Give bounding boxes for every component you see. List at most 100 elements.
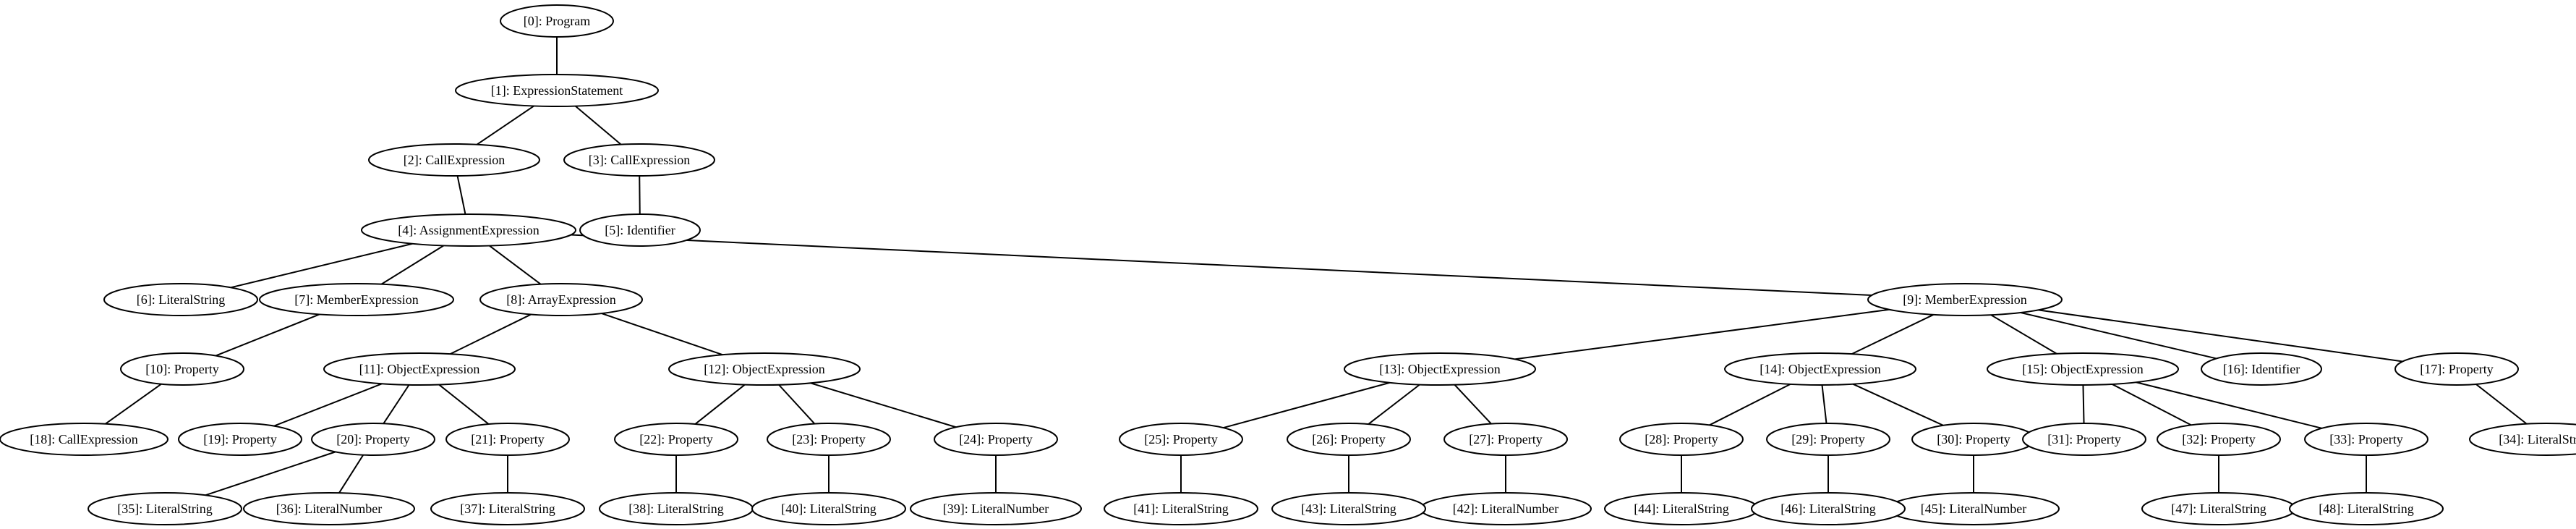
- edge-15-32: [2112, 384, 2192, 426]
- node-ellipse: [934, 423, 1058, 456]
- tree-node-26: [26]: Property: [1287, 423, 1411, 456]
- node-label: [3]: CallExpression: [589, 153, 690, 167]
- tree-node-1: [1]: ExpressionStatement: [455, 74, 659, 107]
- node-label: [45]: LiteralNumber: [1921, 502, 2026, 516]
- node-ellipse: [2304, 423, 2428, 456]
- tree-node-28: [28]: Property: [1619, 423, 1744, 456]
- edge-12-22: [694, 384, 746, 425]
- node-label: [6]: LiteralString: [137, 292, 225, 307]
- node-ellipse: [1867, 283, 2063, 316]
- node-label: [44]: LiteralString: [1634, 502, 1728, 516]
- node-label: [34]: LiteralString: [2499, 432, 2576, 447]
- node-label: [16]: Identifier: [2223, 362, 2300, 376]
- edge-8-12: [601, 313, 723, 356]
- node-ellipse: [0, 423, 169, 456]
- node-label: [9]: MemberExpression: [1903, 292, 2026, 307]
- node-label: [2]: CallExpression: [404, 153, 505, 167]
- tree-node-12: [12]: ObjectExpression: [668, 352, 861, 386]
- tree-node-33: [33]: Property: [2304, 423, 2428, 456]
- node-ellipse: [1443, 423, 1568, 456]
- tree-node-25: [25]: Property: [1119, 423, 1243, 456]
- node-label: [18]: CallExpression: [30, 432, 137, 447]
- node-label: [4]: AssignmentExpression: [398, 223, 539, 237]
- tree-node-36: [36]: LiteralNumber: [243, 492, 415, 525]
- tree-node-42: [42]: LiteralNumber: [1420, 492, 1592, 525]
- edge-14-30: [1852, 383, 1944, 426]
- tree-node-45: [45]: LiteralNumber: [1888, 492, 2060, 525]
- node-ellipse: [614, 423, 738, 456]
- tree-node-39: [39]: LiteralNumber: [910, 492, 1082, 525]
- tree-node-38: [38]: LiteralString: [599, 492, 754, 525]
- node-label: [31]: Property: [2047, 432, 2120, 447]
- tree-node-2: [2]: CallExpression: [368, 143, 540, 177]
- edge-11-21: [438, 384, 490, 425]
- tree-node-4: [4]: AssignmentExpression: [361, 213, 576, 247]
- node-ellipse: [1987, 352, 2179, 386]
- node-label: [35]: LiteralString: [117, 502, 212, 516]
- edge-2-4: [456, 175, 466, 215]
- edge-7-10: [215, 313, 320, 357]
- node-ellipse: [455, 74, 659, 107]
- tree-node-32: [32]: Property: [2157, 423, 2281, 456]
- edge-4-7: [380, 245, 444, 285]
- tree-node-24: [24]: Property: [934, 423, 1058, 456]
- tree-node-23: [23]: Property: [767, 423, 891, 456]
- tree-node-10: [10]: Property: [120, 352, 244, 386]
- tree-node-44: [44]: LiteralString: [1604, 492, 1759, 525]
- edge-1-3: [575, 105, 622, 145]
- node-label: [36]: LiteralNumber: [276, 502, 382, 516]
- tree-node-3: [3]: CallExpression: [563, 143, 715, 177]
- node-label: [42]: LiteralNumber: [1453, 502, 1558, 516]
- node-ellipse: [1751, 492, 1906, 525]
- edge-9-15: [1990, 314, 2057, 355]
- edge-15-33: [2136, 381, 2322, 429]
- tree-node-27: [27]: Property: [1443, 423, 1568, 456]
- edge-11-19: [273, 383, 383, 427]
- edge-13-25: [1223, 381, 1391, 429]
- node-label: [15]: ObjectExpression: [2022, 362, 2143, 376]
- tree-node-34: [34]: LiteralString: [2469, 423, 2576, 456]
- edge-4-9: [571, 234, 1872, 297]
- node-label: [10]: Property: [145, 362, 218, 376]
- edge-9-13: [1514, 308, 1890, 360]
- node-label: [48]: LiteralString: [2319, 502, 2413, 516]
- node-label: [29]: Property: [1791, 432, 1864, 447]
- node-ellipse: [178, 423, 302, 456]
- node-ellipse: [323, 352, 516, 386]
- tree-node-35: [35]: LiteralString: [88, 492, 242, 525]
- node-label: [41]: LiteralString: [1133, 502, 1228, 516]
- edges-layer: [105, 37, 2528, 496]
- node-label: [40]: LiteralString: [781, 502, 876, 516]
- node-ellipse: [2022, 423, 2146, 456]
- edge-3-5: [639, 175, 641, 215]
- edge-4-6: [230, 242, 413, 289]
- node-ellipse: [668, 352, 861, 386]
- node-ellipse: [1104, 492, 1258, 525]
- tree-node-8: [8]: ArrayExpression: [479, 283, 643, 316]
- node-ellipse: [2289, 492, 2444, 525]
- tree-node-18: [18]: CallExpression: [0, 423, 169, 456]
- node-label: [5]: Identifier: [605, 223, 675, 237]
- node-label: [7]: MemberExpression: [294, 292, 418, 307]
- node-label: [30]: Property: [1937, 432, 2010, 447]
- tree-node-15: [15]: ObjectExpression: [1987, 352, 2179, 386]
- node-label: [37]: LiteralString: [460, 502, 555, 516]
- node-ellipse: [563, 143, 715, 177]
- edge-1-2: [476, 105, 534, 145]
- node-ellipse: [500, 4, 614, 38]
- node-label: [0]: Program: [524, 14, 590, 28]
- node-ellipse: [103, 283, 258, 316]
- edge-13-27: [1454, 384, 1492, 425]
- node-label: [26]: Property: [1312, 432, 1385, 447]
- tree-node-13: [13]: ObjectExpression: [1344, 352, 1536, 386]
- edge-9-16: [2020, 312, 2217, 360]
- node-label: [43]: LiteralString: [1301, 502, 1396, 516]
- node-ellipse: [243, 492, 415, 525]
- tree-node-31: [31]: Property: [2022, 423, 2146, 456]
- tree-node-6: [6]: LiteralString: [103, 283, 258, 316]
- tree-node-48: [48]: LiteralString: [2289, 492, 2444, 525]
- node-label: [33]: Property: [2329, 432, 2402, 447]
- tree-node-9: [9]: MemberExpression: [1867, 283, 2063, 316]
- node-label: [17]: Property: [2420, 362, 2493, 376]
